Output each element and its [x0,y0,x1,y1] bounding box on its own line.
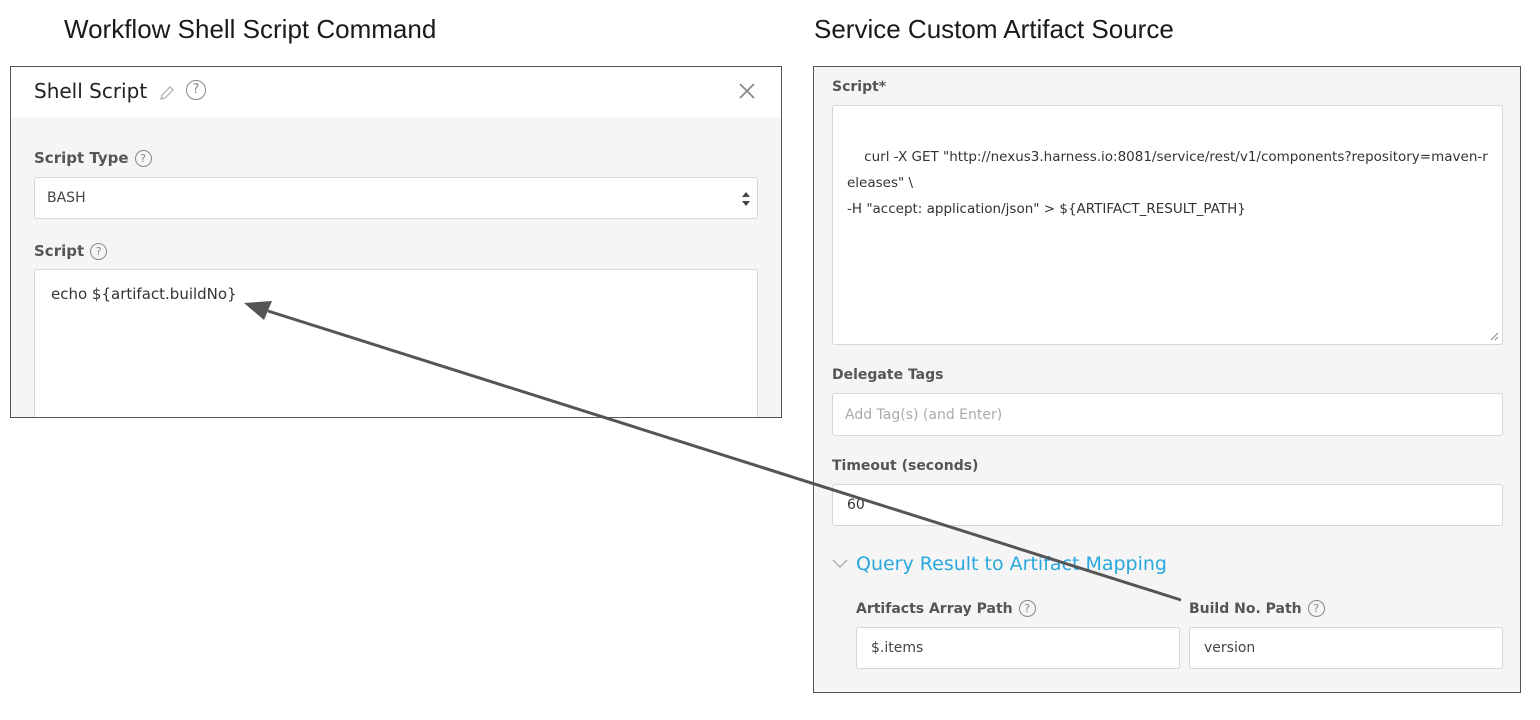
query-mapping-section-toggle[interactable]: Query Result to Artifact Mapping [832,553,1167,575]
delegate-tags-label: Delegate Tags [832,367,944,383]
artifacts-array-path-label-text: Artifacts Array Path [856,601,1013,617]
artifacts-array-path-input[interactable]: $.items [856,627,1180,669]
artifact-script-text: curl -X GET "http://nexus3.harness.io:80… [847,149,1488,217]
custom-artifact-source-panel: Script* curl -X GET "http://nexus3.harne… [813,66,1521,693]
shell-script-panel: Shell Script ? Script Type? BASH Script?… [10,66,782,418]
panel-title: Shell Script [34,79,148,103]
build-no-path-label-text: Build No. Path [1189,601,1302,617]
chevron-down-icon [832,559,848,568]
heading-workflow-shell-script: Workflow Shell Script Command [64,14,437,44]
section-title: Query Result to Artifact Mapping [856,553,1167,575]
help-icon[interactable]: ? [1307,600,1325,617]
delegate-tags-input[interactable]: Add Tag(s) (and Enter) [832,393,1503,436]
artifacts-array-path-label: Artifacts Array Path? [856,600,1036,617]
script-type-value: BASH [47,190,86,206]
edit-icon[interactable] [157,83,177,103]
help-icon[interactable]: ? [90,243,108,260]
help-icon[interactable]: ? [134,150,152,167]
script-textarea[interactable]: echo ${artifact.buildNo} [34,269,758,417]
script-type-select[interactable]: BASH [34,177,758,219]
close-icon[interactable] [737,81,757,101]
build-no-path-label: Build No. Path? [1189,600,1325,617]
script-label: Script? [34,242,108,260]
script-label-text: Script [34,242,85,260]
help-icon[interactable]: ? [186,80,206,100]
resize-handle-icon[interactable] [1489,331,1499,341]
script-label: Script* [832,79,887,95]
artifact-script-textarea[interactable]: curl -X GET "http://nexus3.harness.io:80… [832,105,1503,345]
build-no-path-input[interactable]: version [1189,627,1503,669]
panel-titlebar: Shell Script ? [11,67,781,117]
script-type-label-text: Script Type [34,149,129,167]
timeout-label: Timeout (seconds) [832,458,979,474]
help-icon[interactable]: ? [1018,600,1036,617]
select-arrows-icon [742,192,750,206]
heading-service-custom-artifact: Service Custom Artifact Source [814,14,1174,44]
timeout-input[interactable]: 60 [832,484,1503,526]
script-type-label: Script Type? [34,149,152,167]
